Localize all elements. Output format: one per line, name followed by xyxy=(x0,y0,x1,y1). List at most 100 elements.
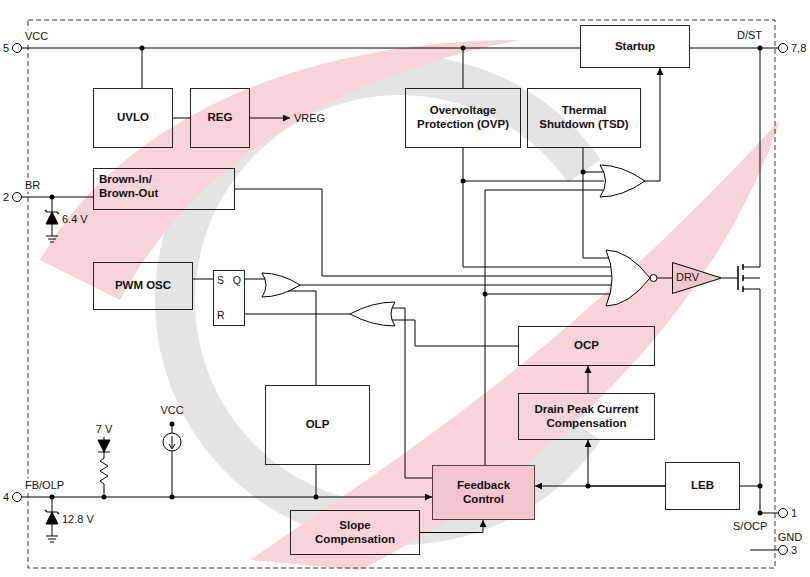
junction-dot xyxy=(50,195,55,200)
compensation-block: Slope Compensation xyxy=(290,510,420,555)
pin-circle xyxy=(13,193,22,202)
ocp-block: OCP xyxy=(518,326,655,366)
pin-circle xyxy=(13,44,22,53)
signal-connector xyxy=(173,118,190,119)
driver-label: DRV xyxy=(676,271,699,284)
signal-wire xyxy=(22,48,779,550)
junction-dot xyxy=(758,484,763,489)
signal-name: VREG xyxy=(294,112,325,125)
junction-dot xyxy=(461,46,466,51)
pin-name: VCC xyxy=(24,30,49,43)
block-label: REG xyxy=(208,111,233,125)
or-gate xyxy=(262,273,300,297)
block-label: UVLO xyxy=(117,111,149,125)
nor-gate xyxy=(606,250,650,306)
protection-block: Thermal Shutdown (TSD) xyxy=(527,88,641,148)
current-source xyxy=(169,436,175,449)
regulator-block: REG xyxy=(190,88,250,148)
latch-pin: R xyxy=(217,309,225,322)
pin-number: 5 xyxy=(3,42,9,55)
junction-dot xyxy=(170,422,175,427)
pin-number: 7,8 xyxy=(791,42,806,55)
olp-block: OLP xyxy=(265,385,370,465)
signal-connector xyxy=(535,486,665,487)
pin-circle xyxy=(779,546,788,555)
supply-label: VCC xyxy=(160,404,183,417)
diode-symbol xyxy=(98,440,110,452)
signal-connector xyxy=(588,440,665,486)
protection-block: Overvoltage Protection (OVP) xyxy=(405,88,521,148)
leb-block: LEB xyxy=(665,462,740,510)
block-label: OLP xyxy=(306,418,330,432)
startup-block: Startup xyxy=(580,25,690,68)
junction-dot xyxy=(314,495,319,500)
block-label: Startup xyxy=(615,40,655,54)
junction-dot xyxy=(140,46,145,51)
block-label: Thermal Shutdown (TSD) xyxy=(536,104,632,132)
ground-symbol xyxy=(46,236,58,542)
voltage-label: 12.8 V xyxy=(62,513,94,526)
feedback-block: Feedback Control xyxy=(432,465,535,520)
junction-dot xyxy=(102,495,107,500)
block-label: Brown-In/ Brown-Out xyxy=(99,173,179,201)
junction-dot xyxy=(758,46,763,51)
pin-circle xyxy=(779,44,788,53)
signal-arrow xyxy=(250,118,290,119)
zener-symbol xyxy=(46,212,58,224)
current-source xyxy=(163,433,181,451)
uvlo-block: UVLO xyxy=(93,88,173,148)
signal-arrow xyxy=(645,68,660,181)
pin-circle xyxy=(779,509,788,518)
pin-name: BR xyxy=(24,179,41,192)
inverter-bubble xyxy=(650,275,657,282)
junction-dot xyxy=(581,170,586,175)
zener-symbol xyxy=(45,210,59,214)
junction-dot xyxy=(483,292,488,297)
voltage-label: 7 V xyxy=(96,423,113,436)
block-label: Overvoltage Protection (OVP) xyxy=(410,104,516,132)
junction-dot xyxy=(50,495,55,500)
or-gate xyxy=(350,302,395,326)
package-outline xyxy=(28,20,775,568)
pin-name: GND xyxy=(778,531,802,544)
driver-triangle: DRV xyxy=(672,262,722,294)
pin-name: D/ST xyxy=(737,29,762,42)
driver-outline xyxy=(673,263,722,294)
pin-circle xyxy=(13,493,22,502)
watermark-swoosh xyxy=(250,120,780,570)
watermark-swoosh xyxy=(40,40,520,300)
pin-name: FB/OLP xyxy=(24,479,65,492)
sr-latch: SQ R xyxy=(213,270,245,326)
pin-circles xyxy=(13,44,788,555)
brown-in-block: Brown-In/ Brown-Out xyxy=(93,168,235,210)
block-label: LEB xyxy=(691,479,714,493)
junction-dot xyxy=(170,495,175,500)
signal-connector xyxy=(588,366,589,393)
pin-number: 1 xyxy=(791,507,797,520)
signal-connector xyxy=(420,520,483,533)
pin-number: 2 xyxy=(3,191,9,204)
signal-arrow xyxy=(22,497,433,498)
compensation-block: Drain Peak Current Compensation xyxy=(518,393,655,440)
oscillator-block: PWM OSC xyxy=(93,262,193,310)
pin-name: S/OCP xyxy=(733,520,767,533)
junction-dots xyxy=(50,46,763,516)
pin-number: 4 xyxy=(3,491,9,504)
signal-connector xyxy=(193,279,213,280)
junction-dot xyxy=(461,179,466,184)
block-label: OCP xyxy=(574,339,599,353)
mosfet-symbol xyxy=(738,264,743,292)
block-label: Slope Compensation xyxy=(308,519,403,547)
zener-symbol xyxy=(45,510,59,514)
block-label: PWM OSC xyxy=(115,279,171,293)
junction-dot xyxy=(758,511,763,516)
block-label: Feedback Control xyxy=(444,479,524,507)
or-gate xyxy=(600,165,645,197)
zener-symbol xyxy=(46,512,58,524)
latch-pin: Q xyxy=(233,274,241,287)
voltage-label: 6.4 V xyxy=(62,213,88,226)
latch-pin: S xyxy=(217,274,224,287)
